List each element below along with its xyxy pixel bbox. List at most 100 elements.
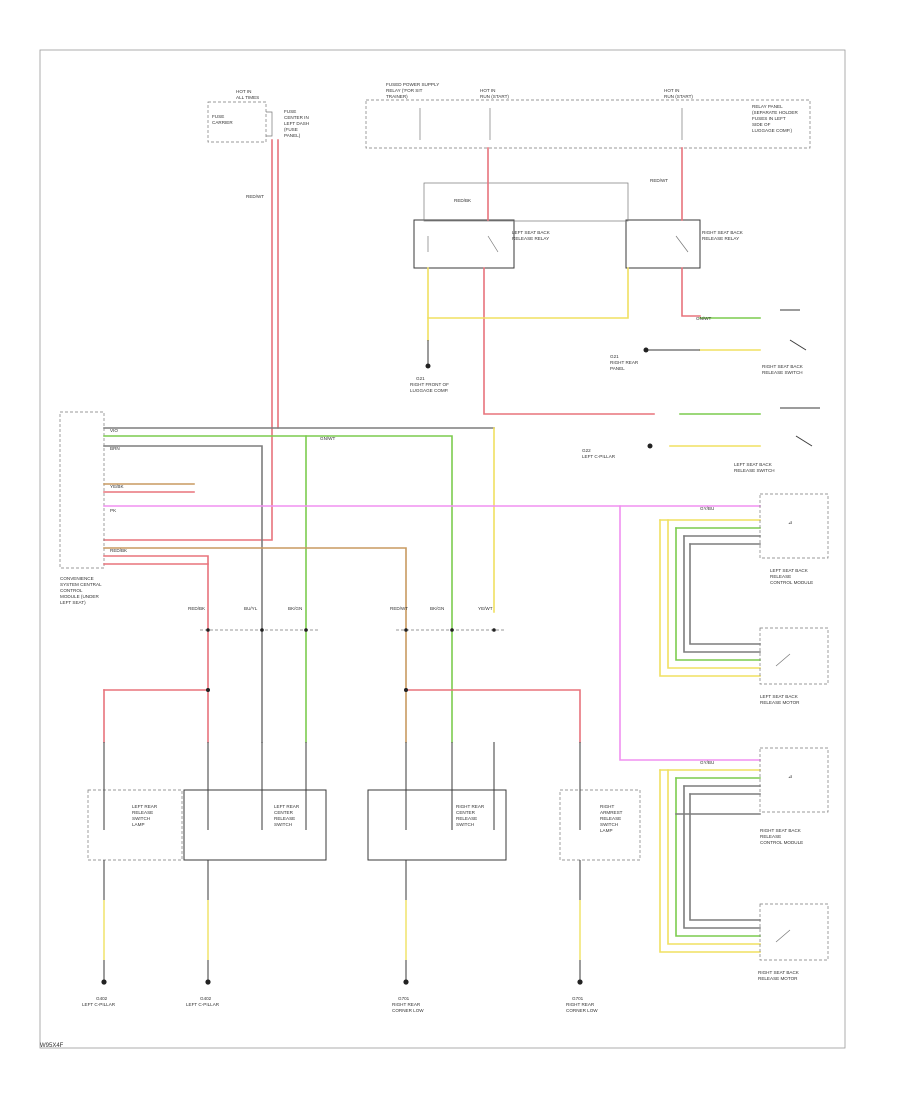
svg-text:SWITCH: SWITCH <box>456 822 474 827</box>
svg-text:LEFT REAR: LEFT REAR <box>274 804 300 809</box>
svg-text:BK/GN: BK/GN <box>288 606 302 611</box>
svg-text:PANEL): PANEL) <box>284 133 301 138</box>
svg-text:G21: G21 <box>610 354 619 359</box>
right-seat-back-release-relay: RIGHT SEAT BACK RELEASE RELAY <box>625 219 744 269</box>
svg-text:LAMP: LAMP <box>600 828 613 833</box>
svg-text:CENTER: CENTER <box>456 810 476 815</box>
svg-text:RELEASE MOTOR: RELEASE MOTOR <box>760 700 800 705</box>
ground-label-4: G701 RIGHT REAR CORNER LOW <box>566 996 598 1013</box>
svg-text:MODULE (UNDER: MODULE (UNDER <box>60 594 99 599</box>
right-seat-back-release-control-module: ⊿ RIGHT SEAT BACK RELEASE CONTROL MODULE <box>759 747 829 845</box>
svg-text:BU/YL: BU/YL <box>244 606 258 611</box>
svg-text:LUGGAGE COMP.: LUGGAGE COMP. <box>410 388 448 393</box>
svg-text:RELEASE: RELEASE <box>456 816 477 821</box>
svg-text:CENTER: CENTER <box>274 810 294 815</box>
svg-text:HOT IN: HOT IN <box>480 88 495 93</box>
wire-yellow-relay <box>427 267 629 319</box>
svg-text:RIGHT: RIGHT <box>600 804 614 809</box>
svg-text:CORNER LOW: CORNER LOW <box>392 1008 424 1013</box>
left-seat-back-release-motor: LEFT SEAT BACK RELEASE MOTOR <box>759 627 829 705</box>
svg-text:LUGGAGE COMP.): LUGGAGE COMP.) <box>752 128 792 133</box>
svg-text:GN/WT: GN/WT <box>320 436 336 441</box>
svg-text:FUSES IN LEFT: FUSES IN LEFT <box>752 116 786 121</box>
right-rear-center-release-switch: RIGHT REAR CENTER RELEASE SWITCH <box>367 742 507 861</box>
svg-text:FUSED POWER SUPPLY: FUSED POWER SUPPLY <box>386 82 439 87</box>
svg-text:RIGHT REAR: RIGHT REAR <box>456 804 485 809</box>
svg-text:LEFT SEAT BACK: LEFT SEAT BACK <box>512 230 551 235</box>
svg-text:RELEASE: RELEASE <box>274 816 295 821</box>
svg-text:BK/GN: BK/GN <box>430 606 444 611</box>
svg-text:SWITCH: SWITCH <box>274 822 292 827</box>
svg-text:RED/WT: RED/WT <box>650 178 668 183</box>
svg-text:LEFT SEAT BACK: LEFT SEAT BACK <box>734 462 773 467</box>
svg-text:RIGHT SEAT BACK: RIGHT SEAT BACK <box>760 828 802 833</box>
svg-text:LEFT SEAT BACK: LEFT SEAT BACK <box>760 694 799 699</box>
svg-text:LEFT SEAT): LEFT SEAT) <box>60 600 86 605</box>
fuse-block-right: FUSED POWER SUPPLY RELAY ('FOR SIT TRAIN… <box>365 82 811 149</box>
ground-label-3: G701 RIGHT REAR CORNER LOW <box>392 996 424 1013</box>
svg-text:RED/BK: RED/BK <box>188 606 206 611</box>
svg-text:SWITCH: SWITCH <box>600 822 618 827</box>
svg-text:PANEL: PANEL <box>610 366 625 371</box>
svg-text:G701: G701 <box>398 996 410 1001</box>
svg-text:CARRIER: CARRIER <box>212 120 233 125</box>
svg-text:RELEASE SWITCH: RELEASE SWITCH <box>734 468 775 473</box>
svg-text:G21: G21 <box>416 376 425 381</box>
svg-text:HOT IN: HOT IN <box>664 88 679 93</box>
svg-text:VIO: VIO <box>110 428 118 433</box>
diagram-frame <box>39 49 846 1049</box>
svg-text:RELEASE RELAY: RELEASE RELAY <box>512 236 549 241</box>
left-rear-release-switch-lamp: LEFT REAR RELEASE SWITCH LAMP <box>87 742 183 861</box>
label-rd-wt: RED/WT <box>246 194 264 199</box>
svg-text:RIGHT SEAT BACK: RIGHT SEAT BACK <box>762 364 804 369</box>
right-armrest-release-switch-lamp: RIGHT ARMREST RELEASE SWITCH LAMP <box>559 742 641 861</box>
svg-text:LEFT C-PILLAR: LEFT C-PILLAR <box>582 454 616 459</box>
svg-text:RIGHT REAR: RIGHT REAR <box>566 1002 595 1007</box>
svg-text:(SEPARATE HOLDER: (SEPARATE HOLDER <box>752 110 798 115</box>
right-seat-back-release-motor: RIGHT SEAT BACK RELEASE MOTOR <box>758 903 829 981</box>
svg-text:LAMP: LAMP <box>132 822 145 827</box>
svg-text:RELEASE: RELEASE <box>600 816 621 821</box>
footer-code: W95X4F <box>40 1043 64 1049</box>
fuse-block-left: HOT IN ALL TIMES FUSE CARRIER FUSE CENTE… <box>207 89 309 143</box>
svg-text:LEFT SEAT BACK: LEFT SEAT BACK <box>770 568 809 573</box>
svg-text:RIGHT FRONT OF: RIGHT FRONT OF <box>410 382 449 387</box>
svg-text:GY/BU: GY/BU <box>700 760 714 765</box>
right-seat-back-release-switch: RIGHT SEAT BACK RELEASE SWITCH <box>762 309 807 375</box>
svg-text:YE/WT: YE/WT <box>478 606 493 611</box>
svg-text:GN/WT: GN/WT <box>696 316 712 321</box>
wire-green-module <box>103 435 453 743</box>
svg-text:G701: G701 <box>572 996 584 1001</box>
svg-text:CORNER LOW: CORNER LOW <box>566 1008 598 1013</box>
svg-text:G402: G402 <box>200 996 212 1001</box>
svg-text:RED/WT: RED/WT <box>390 606 408 611</box>
left-seat-back-release-control-module: ⊿ LEFT SEAT BACK RELEASE CONTROL MODULE <box>759 493 829 585</box>
svg-text:RUN (START): RUN (START) <box>480 94 509 99</box>
svg-text:RELEASE MOTOR: RELEASE MOTOR <box>758 976 798 981</box>
svg-text:FUSE: FUSE <box>212 114 224 119</box>
svg-text:BRN: BRN <box>110 446 120 451</box>
ground-g21-luggage: G21 RIGHT FRONT OF LUGGAGE COMP. <box>410 340 449 393</box>
ground-label-1: G402 LEFT C-PILLAR <box>82 996 116 1007</box>
svg-text:CENTER IN: CENTER IN <box>284 115 309 120</box>
svg-text:LEFT REAR: LEFT REAR <box>132 804 158 809</box>
svg-text:YE/BK: YE/BK <box>110 484 124 489</box>
svg-text:SYSTEM CENTRAL: SYSTEM CENTRAL <box>60 582 102 587</box>
wire-brown-module <box>103 547 407 743</box>
svg-text:(FUSE: (FUSE <box>284 127 298 132</box>
svg-text:ARMREST: ARMREST <box>600 810 623 815</box>
svg-text:GY/BU: GY/BU <box>700 506 714 511</box>
svg-text:RIGHT REAR: RIGHT REAR <box>392 1002 421 1007</box>
svg-text:TRAINER): TRAINER) <box>386 94 408 99</box>
svg-text:LEFT C-PILLAR: LEFT C-PILLAR <box>82 1002 116 1007</box>
svg-text:RUN (START): RUN (START) <box>664 94 693 99</box>
convenience-central-control-module: CONVENIENCE SYSTEM CENTRAL CONTROL MODUL… <box>59 411 105 605</box>
svg-text:PK: PK <box>110 508 117 513</box>
ground-drops-bottom <box>101 860 583 985</box>
left-rear-center-release-switch: LEFT REAR CENTER RELEASE SWITCH <box>183 742 327 861</box>
ground-g21-right-panel: G21 RIGHT REAR PANEL <box>610 347 700 371</box>
svg-text:CONVENIENCE: CONVENIENCE <box>60 576 94 581</box>
svg-text:LEFT DASH: LEFT DASH <box>284 121 309 126</box>
svg-text:FUSE: FUSE <box>284 109 296 114</box>
